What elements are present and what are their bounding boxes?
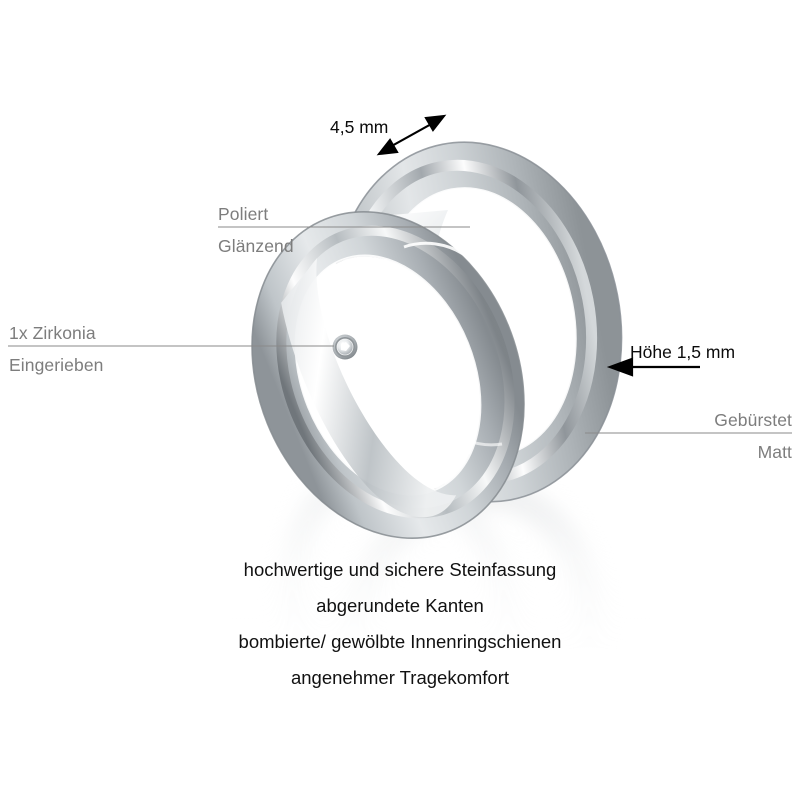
feature-item: angenehmer Tragekomfort bbox=[290, 667, 509, 688]
annotation-brushed-line2: Matt bbox=[757, 442, 792, 462]
feature-item: bombierte/ gewölbte Innenringschienen bbox=[238, 631, 562, 652]
ring-back-brushed bbox=[331, 141, 623, 503]
annotation-polished: Poliert Glänzend bbox=[218, 203, 294, 256]
feature-list: hochwertige und sichere Steinfassung abg… bbox=[0, 552, 800, 696]
leader-lines bbox=[8, 226, 792, 434]
annotation-stone-line1: 1x Zirkonia bbox=[9, 323, 96, 343]
annotation-brushed: Gebürstet Matt bbox=[592, 409, 792, 462]
width-dimension-label: 4,5 mm bbox=[330, 117, 389, 137]
feature-item: hochwertige und sichere Steinfassung bbox=[243, 559, 557, 580]
ring-intersection-highlight bbox=[403, 241, 503, 447]
feature-item: abgerundete Kanten bbox=[316, 595, 484, 616]
annotation-polished-line2: Glänzend bbox=[218, 236, 294, 256]
annotation-stone: 1x Zirkonia Eingerieben bbox=[9, 322, 104, 375]
zirconia-stone bbox=[332, 334, 358, 360]
height-dimension-label: Höhe 1,5 mm bbox=[630, 342, 736, 362]
annotation-brushed-line1: Gebürstet bbox=[714, 410, 792, 430]
width-dimension-arrow bbox=[376, 114, 447, 156]
annotation-stone-line2: Eingerieben bbox=[9, 355, 104, 375]
annotation-polished-line1: Poliert bbox=[218, 204, 269, 224]
